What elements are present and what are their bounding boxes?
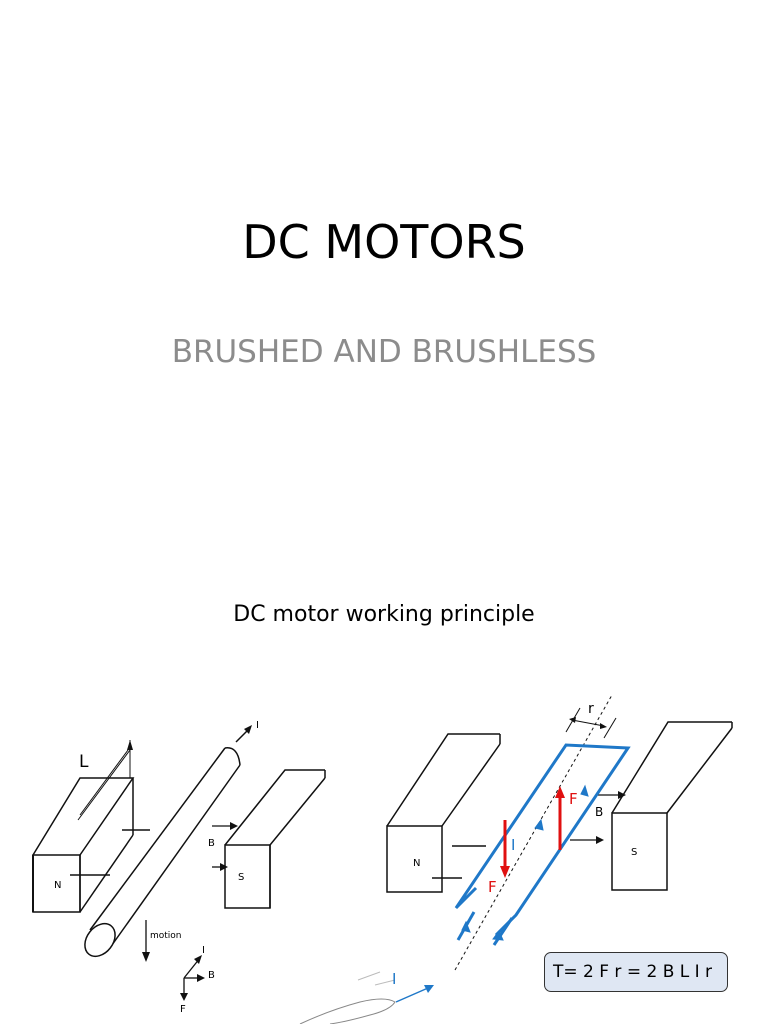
coil-loop <box>454 743 631 946</box>
label-south-right: S <box>631 847 637 858</box>
south-magnet-left <box>224 769 326 909</box>
label-force-top: F <box>569 790 578 808</box>
label-force-bottom: F <box>488 878 497 896</box>
rotation-axis <box>454 694 613 971</box>
force-arrows <box>500 786 565 878</box>
north-magnet-right <box>386 733 501 893</box>
south-magnet-right <box>611 721 733 891</box>
label-coil-current: I <box>511 836 515 854</box>
label-field-right: B <box>595 805 603 819</box>
hand-sketch <box>299 971 396 1024</box>
length-dimension <box>77 740 133 821</box>
radius-dimension <box>565 707 617 739</box>
label-radius: r <box>588 701 594 717</box>
label-axis-i: I <box>202 945 205 956</box>
label-axis-f: F <box>180 1004 186 1015</box>
label-motion: motion <box>150 931 182 941</box>
torque-formula-box: T= 2 F r = 2 B L I r <box>544 952 728 992</box>
label-field-left: B <box>208 838 215 849</box>
label-hand-current: I <box>392 970 396 988</box>
label-current-rod: I <box>256 720 259 731</box>
label-south-left: S <box>238 872 244 883</box>
label-north-left: N <box>54 880 61 891</box>
diagram-heading: DC motor working principle <box>233 602 535 627</box>
motion-arrow <box>142 920 150 962</box>
conductor-rod <box>84 725 252 958</box>
right-figure <box>386 694 733 971</box>
label-north-right: N <box>413 858 420 869</box>
hand-current-arrow <box>395 985 434 1003</box>
field-arrows-left <box>212 822 238 871</box>
label-length: L <box>79 752 89 772</box>
label-axis-b: B <box>208 970 215 981</box>
slide-title: DC MOTORS <box>242 215 526 269</box>
left-figure <box>32 725 326 1001</box>
slide-subtitle: BRUSHED AND BRUSHLESS <box>171 334 597 370</box>
motor-principle-diagram: L I B N S motion I B F <box>32 694 733 1024</box>
field-arrows-right <box>570 791 626 844</box>
north-magnet-left <box>32 777 150 913</box>
axis-triad <box>180 955 205 1001</box>
